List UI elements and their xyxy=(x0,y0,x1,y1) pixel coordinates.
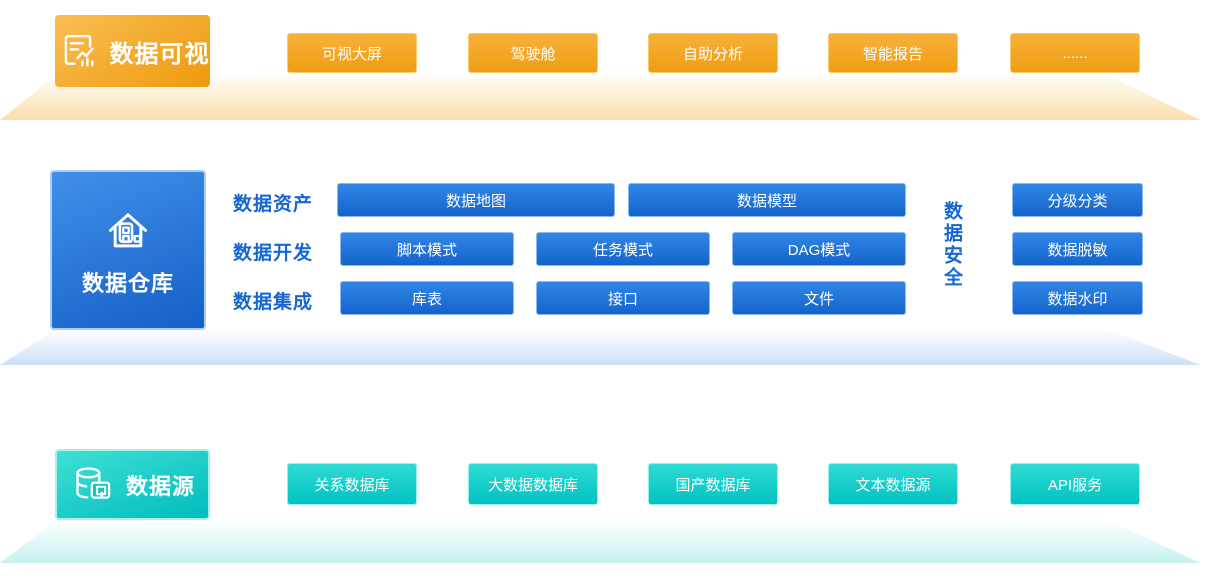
security-label: 数据安全 xyxy=(941,201,962,289)
warehouse-item: 接口 xyxy=(536,281,710,315)
warehouse-icon xyxy=(101,202,155,256)
visual-item: 自助分析 xyxy=(648,33,778,73)
warehouse-item: 脚本模式 xyxy=(340,232,514,266)
row-label-data-development: 数据开发 xyxy=(233,243,314,264)
warehouse-layer-title: 数据仓库 xyxy=(81,271,174,296)
warehouse-item: 文件 xyxy=(732,281,906,315)
warehouse-item: 数据地图 xyxy=(337,183,615,217)
warehouse-item: 数据模型 xyxy=(628,183,906,217)
source-item: 文本数据源 xyxy=(828,463,958,505)
warehouse-layer-hub: 数据仓库 xyxy=(50,170,206,330)
warehouse-item: 库表 xyxy=(340,281,514,315)
source-item: 关系数据库 xyxy=(287,463,417,505)
security-item: 数据脱敏 xyxy=(1012,232,1143,266)
warehouse-item: DAG模式 xyxy=(732,232,906,266)
visual-item: 驾驶舱 xyxy=(468,33,598,73)
report-chart-icon xyxy=(56,29,100,73)
visual-layer-hub: 数据可视 xyxy=(55,15,210,87)
database-sync-icon xyxy=(70,462,116,508)
visual-item: 智能报告 xyxy=(828,33,958,73)
source-item: 大数据数据库 xyxy=(468,463,598,505)
source-layer-hub: 数据源 xyxy=(55,449,210,520)
source-layer-title: 数据源 xyxy=(125,473,195,499)
warehouse-item: 任务模式 xyxy=(536,232,710,266)
source-layer-platform xyxy=(0,521,1201,563)
visual-item-more: ...... xyxy=(1010,33,1140,73)
warehouse-layer-platform xyxy=(0,330,1201,365)
security-item: 分级分类 xyxy=(1012,183,1143,217)
row-label-data-assets: 数据资产 xyxy=(233,194,314,215)
row-label-data-integration: 数据集成 xyxy=(233,292,314,313)
visual-layer-title: 数据可视 xyxy=(109,40,210,68)
visual-item: 可视大屏 xyxy=(287,33,417,73)
source-item: 国产数据库 xyxy=(648,463,778,505)
source-item: API服务 xyxy=(1010,463,1140,505)
security-item: 数据水印 xyxy=(1012,281,1143,315)
